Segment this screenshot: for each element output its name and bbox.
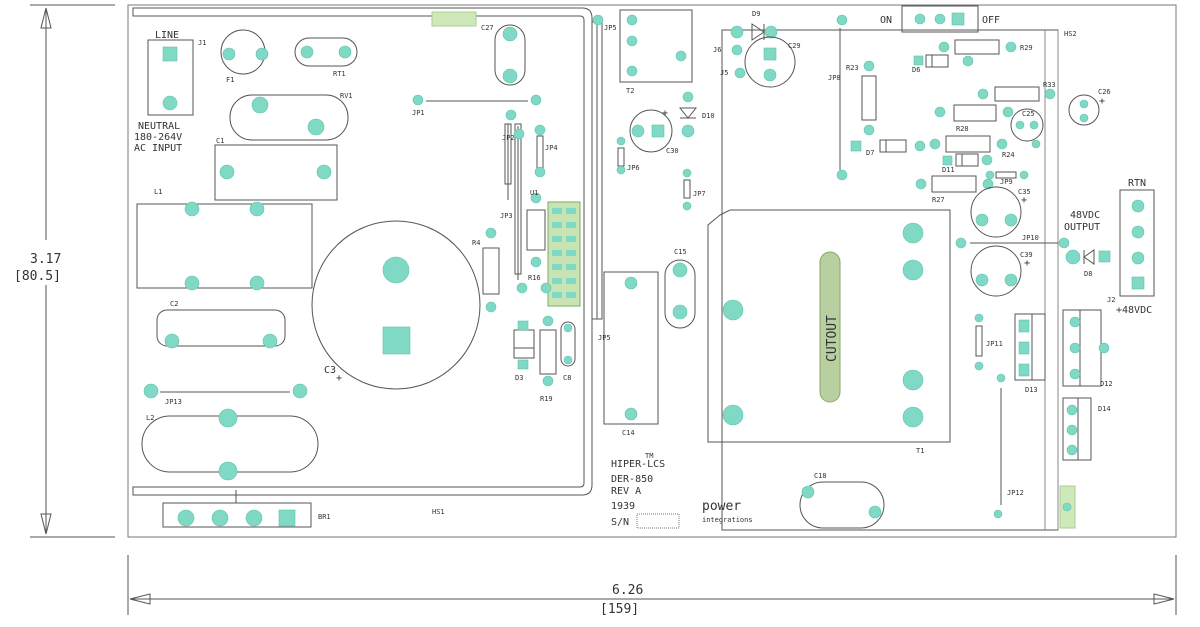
- svg-text:C25: C25: [1022, 110, 1035, 118]
- svg-text:C14: C14: [622, 429, 635, 437]
- svg-text:C26: C26: [1098, 88, 1111, 96]
- svg-text:+: +: [336, 373, 342, 384]
- svg-text:D13: D13: [1025, 386, 1038, 394]
- svg-text:R24: R24: [1002, 151, 1015, 159]
- height-dimension: 3.17 [80.5]: [14, 4, 115, 538]
- svg-text:D7: D7: [866, 149, 874, 157]
- svg-text:+: +: [1021, 195, 1027, 206]
- svg-text:JP3: JP3: [500, 212, 513, 220]
- svg-text:L1: L1: [154, 188, 162, 196]
- svg-text:R29: R29: [1020, 44, 1033, 52]
- date-code: 1939: [611, 501, 635, 512]
- svg-text:JP4: JP4: [545, 144, 558, 152]
- svg-text:JP7: JP7: [693, 190, 706, 198]
- heatsink-hs1-outline: [132, 7, 593, 496]
- svg-text:D6: D6: [912, 66, 920, 74]
- svg-text:JP5: JP5: [604, 24, 617, 32]
- der-number: DER-850: [611, 474, 653, 485]
- svg-text:J5: J5: [720, 69, 728, 77]
- company-logo-text: power: [702, 499, 741, 514]
- heatsink-hs2-label: HS2: [1064, 30, 1077, 38]
- svg-text:JP12: JP12: [1007, 489, 1024, 497]
- svg-text:D11: D11: [942, 166, 955, 174]
- rtn-label: RTN: [1128, 178, 1146, 189]
- svg-text:JP6: JP6: [627, 164, 640, 172]
- svg-text:T1: T1: [916, 447, 924, 455]
- svg-text:J6: J6: [713, 46, 721, 54]
- svg-text:D10: D10: [702, 112, 715, 120]
- svg-text:R27: R27: [932, 196, 945, 204]
- svg-text:JP5: JP5: [598, 334, 611, 342]
- svg-text:R16: R16: [528, 274, 541, 282]
- svg-text:C39: C39: [1020, 251, 1033, 259]
- ac-input-label: AC INPUT: [134, 143, 182, 154]
- cutout-label: CUTOUT: [825, 315, 840, 362]
- switch-off-label: OFF: [982, 15, 1000, 26]
- svg-text:C1: C1: [216, 137, 224, 145]
- svg-text:JP8: JP8: [828, 74, 841, 82]
- svg-text:D9: D9: [752, 10, 760, 18]
- svg-text:J1: J1: [198, 39, 206, 47]
- svg-text:+: +: [1099, 96, 1105, 107]
- output-voltage-label: 48VDC: [1070, 210, 1100, 221]
- svg-text:JP13: JP13: [165, 398, 182, 406]
- svg-text:JP2: JP2: [502, 134, 515, 142]
- voltage-label: 180-264V: [134, 132, 182, 143]
- svg-text:C29: C29: [788, 42, 801, 50]
- svg-text:F1: F1: [226, 76, 234, 84]
- svg-text:+: +: [1024, 258, 1030, 269]
- line-label: LINE: [155, 30, 179, 41]
- width-mm: [159]: [600, 602, 639, 617]
- svg-text:BR1: BR1: [318, 513, 331, 521]
- width-dimension: 6.26 [159]: [127, 555, 1177, 617]
- svg-text:D12: D12: [1100, 380, 1113, 388]
- height-mm: [80.5]: [14, 269, 61, 284]
- company-logo-subtext: integrations: [702, 516, 753, 524]
- svg-text:JP1: JP1: [412, 109, 425, 117]
- svg-text:L2: L2: [146, 414, 154, 422]
- svg-text:R28: R28: [956, 125, 969, 133]
- svg-text:C35: C35: [1018, 188, 1031, 196]
- switch-on-label: ON: [880, 15, 892, 26]
- trademark: TM: [645, 452, 653, 460]
- board-outline: [127, 4, 1177, 538]
- svg-text:RT1: RT1: [333, 70, 346, 78]
- width-inches: 6.26: [612, 583, 643, 598]
- serial-label: S/N: [611, 517, 629, 528]
- svg-text:JP9: JP9: [1000, 178, 1013, 186]
- svg-text:R33: R33: [1043, 81, 1056, 89]
- svg-text:C18: C18: [814, 472, 827, 480]
- svg-text:JP11: JP11: [986, 340, 1003, 348]
- svg-text:C15: C15: [674, 248, 687, 256]
- svg-text:+: +: [662, 108, 668, 119]
- svg-text:R4: R4: [472, 239, 480, 247]
- svg-text:U1: U1: [530, 189, 538, 197]
- svg-text:D3: D3: [515, 374, 523, 382]
- svg-text:JP10: JP10: [1022, 234, 1039, 242]
- svg-text:R19: R19: [540, 395, 553, 403]
- svg-text:R23: R23: [846, 64, 859, 72]
- svg-text:C30: C30: [666, 147, 679, 155]
- svg-text:RV1: RV1: [340, 92, 353, 100]
- svg-text:C2: C2: [170, 300, 178, 308]
- svg-text:C3: C3: [324, 365, 336, 376]
- svg-text:D14: D14: [1098, 405, 1111, 413]
- plus-48vdc-label: +48VDC: [1116, 305, 1152, 316]
- svg-text:C8: C8: [563, 374, 571, 382]
- heatsink-hs1-label: HS1: [432, 508, 445, 516]
- svg-text:C27: C27: [481, 24, 494, 32]
- svg-text:J2: J2: [1107, 296, 1115, 304]
- output-label: OUTPUT: [1064, 222, 1100, 233]
- svg-text:D8: D8: [1084, 270, 1092, 278]
- revision: REV A: [611, 486, 641, 497]
- product-name: HIPER-LCS: [611, 459, 665, 470]
- height-inches: 3.17: [30, 252, 61, 267]
- svg-text:T2: T2: [626, 87, 634, 95]
- neutral-label: NEUTRAL: [138, 121, 180, 132]
